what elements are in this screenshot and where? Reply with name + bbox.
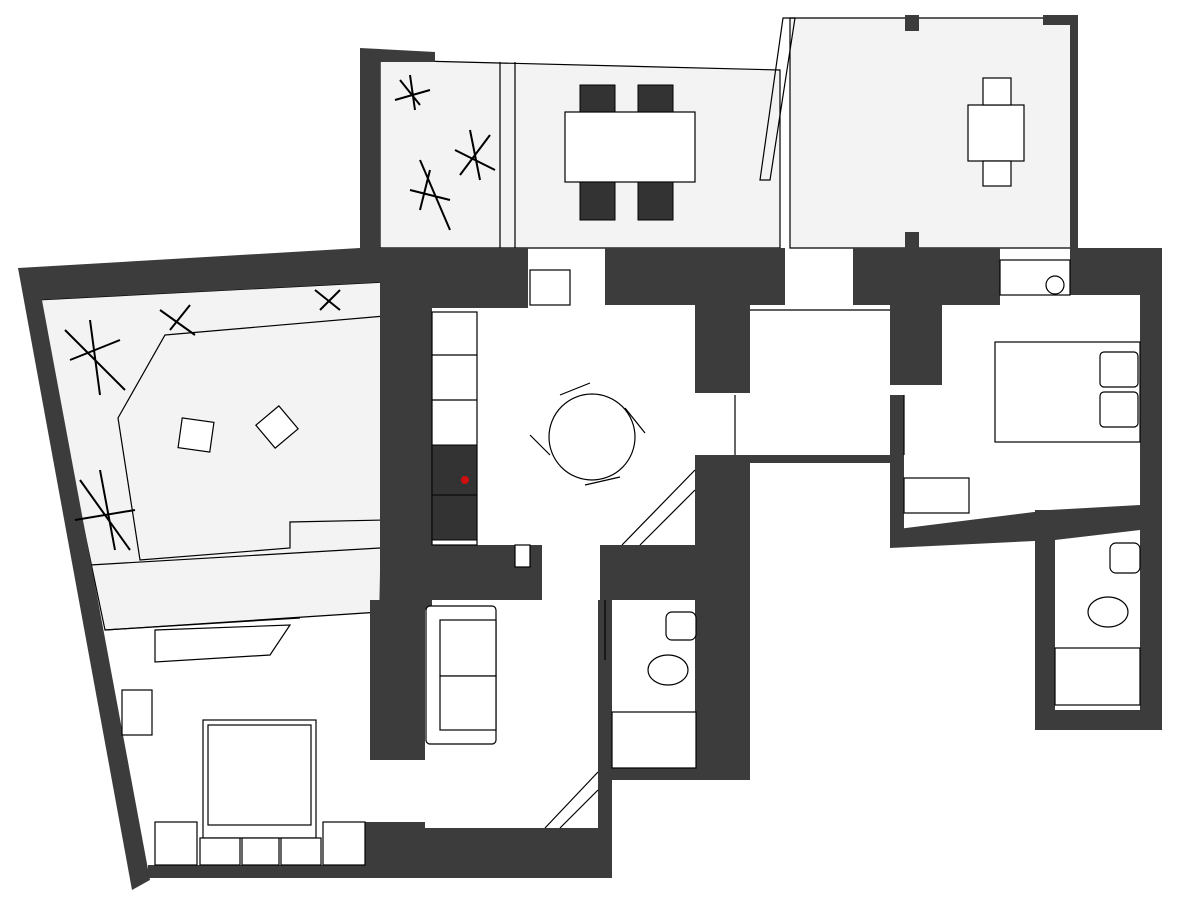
terrace-divider	[89, 547, 381, 566]
nightstand	[154, 821, 198, 866]
stair-line	[621, 469, 696, 546]
wall-hall-thin	[750, 455, 895, 463]
bench	[280, 837, 322, 866]
wall-far-right	[1140, 248, 1162, 730]
chair	[982, 160, 1012, 187]
bed-inner	[207, 724, 312, 826]
terrace-top-right	[789, 17, 1076, 249]
terrace-railing	[759, 17, 796, 181]
wall-bottom-block	[365, 822, 425, 872]
double-bed	[202, 719, 317, 839]
wall-hall-right	[890, 395, 904, 545]
wall-bottom-block	[425, 828, 610, 868]
chair	[982, 77, 1012, 106]
wall-bath-left	[598, 600, 612, 878]
wall-central-left	[380, 300, 432, 610]
side-cabinet	[121, 689, 153, 736]
desk	[903, 477, 970, 514]
toilet-tank	[1109, 542, 1141, 574]
sofa-cushion	[439, 619, 497, 677]
stair-line	[639, 489, 696, 546]
plant-pot	[1045, 275, 1065, 295]
dining-chair	[579, 181, 616, 221]
dining-chair	[637, 181, 674, 221]
wall-central-left-lower	[370, 600, 425, 760]
stair-line	[544, 771, 599, 829]
armchair	[177, 417, 215, 453]
wall-top-right-side	[1070, 15, 1078, 248]
pillow	[1099, 391, 1139, 428]
column	[514, 544, 531, 568]
toilet	[1087, 596, 1129, 628]
wall-kitchen-top	[380, 248, 528, 308]
small-table	[967, 104, 1025, 162]
dining-table-rect	[564, 111, 696, 183]
wall-bath-top	[600, 545, 700, 600]
toilet-tank	[665, 611, 697, 641]
cabinet-dark	[431, 494, 478, 541]
bench	[241, 837, 280, 866]
wall-corridor-right	[695, 455, 750, 780]
wall-top-right-post	[905, 15, 919, 31]
door-line	[104, 617, 301, 631]
dining-chair	[637, 84, 674, 113]
toilet	[647, 654, 689, 686]
shower	[611, 711, 697, 769]
wall-left-slanted	[18, 268, 150, 890]
dining-chair	[579, 84, 616, 113]
bench	[199, 837, 241, 866]
shower	[1054, 647, 1141, 706]
wall-top-left-terrace	[360, 48, 435, 248]
pillow	[1099, 351, 1139, 388]
stove-burner	[461, 476, 469, 484]
plants	[64, 74, 496, 551]
wall-terrace-top	[18, 248, 385, 300]
wall-right-inner	[890, 295, 942, 385]
walls	[18, 15, 1162, 890]
wall-top-right-post	[905, 232, 919, 248]
wall-kitchen-right	[695, 300, 750, 393]
wall-top-right-corner	[1043, 15, 1078, 25]
stair-line	[559, 789, 599, 829]
wardrobe	[154, 624, 292, 663]
sofa-cushion	[439, 675, 497, 731]
armchair	[255, 405, 299, 449]
chairs	[529, 382, 646, 486]
wall-bedroom2-bottom	[890, 505, 1140, 548]
nightstand	[322, 821, 366, 866]
wall-kitchen-right-top	[605, 248, 785, 305]
appliance	[529, 269, 571, 306]
wall-bath2-bottom	[1035, 710, 1162, 730]
wall-bath2-left	[1035, 510, 1055, 730]
stove	[431, 444, 478, 496]
round-table	[548, 393, 636, 481]
wall-bath-bottom	[600, 768, 750, 780]
